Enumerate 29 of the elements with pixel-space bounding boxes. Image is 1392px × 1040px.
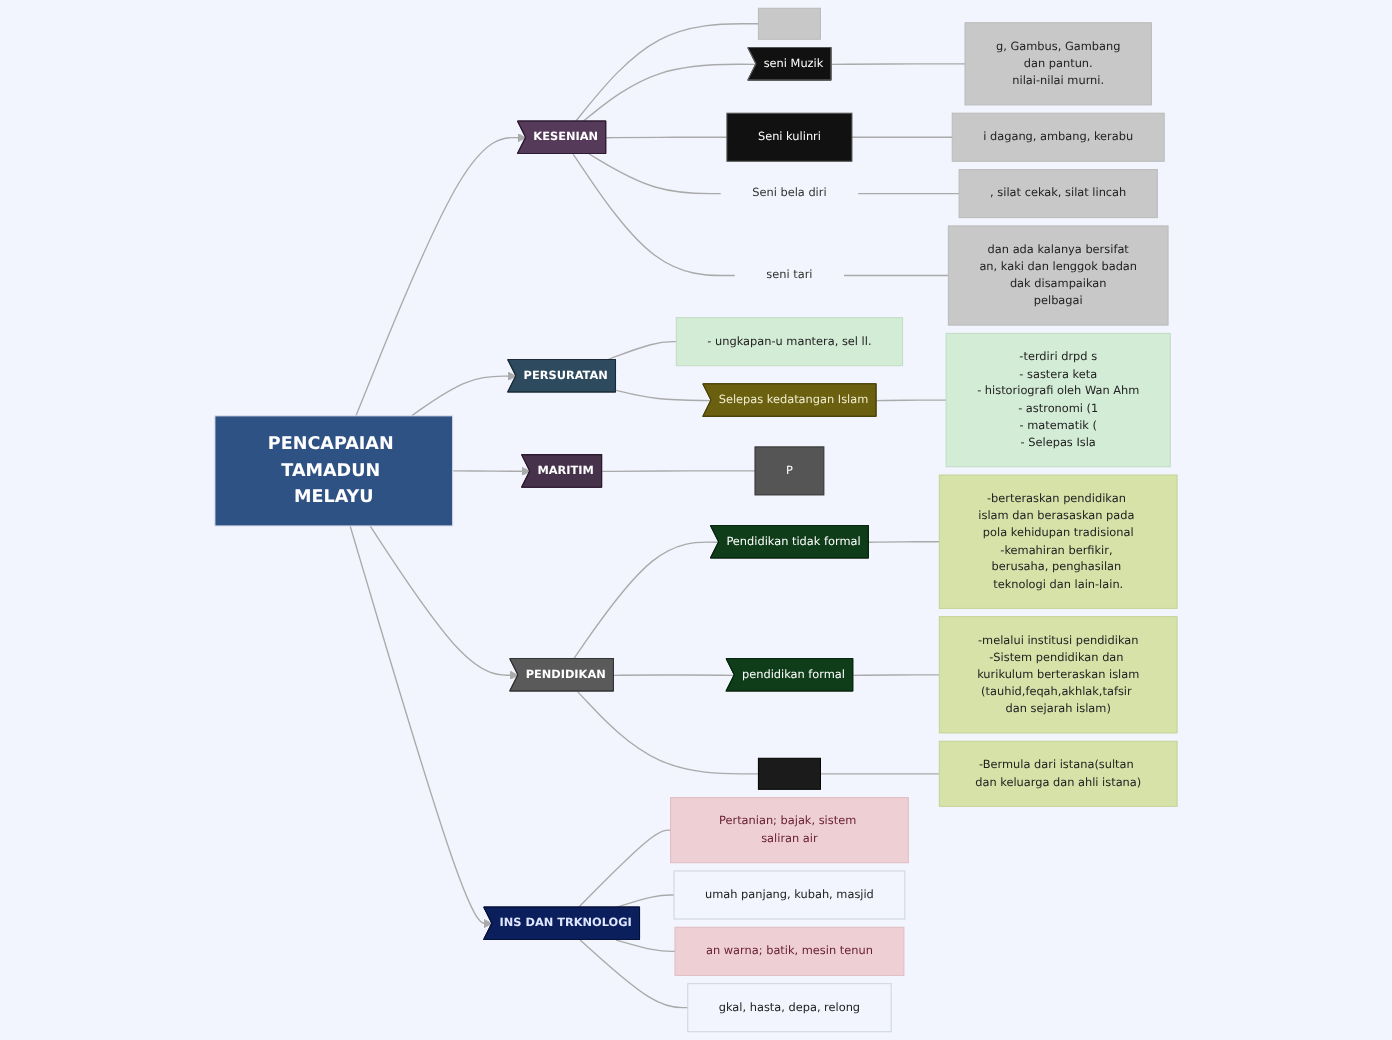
connector [572,153,736,277]
connector [856,192,960,195]
connector [574,23,760,123]
node-box: PENCAPAIAN TAMADUN MELAYU [214,415,454,527]
connector [851,136,953,138]
connector [615,939,676,952]
connector [577,829,672,909]
connector [875,399,947,402]
connector [615,389,713,402]
connector [852,674,940,676]
connector [601,470,756,473]
connector [613,674,736,676]
connector [868,541,940,543]
connector [605,136,728,139]
node-box [757,757,821,790]
connector [588,153,722,195]
connector [576,690,760,775]
node-box [757,7,821,40]
connector [572,541,720,660]
connector [582,63,758,123]
arrow [452,466,531,476]
connector [819,773,940,775]
connector [579,939,689,1009]
arrow [369,525,519,680]
arrow [355,133,527,417]
connector [830,63,966,65]
connector [842,274,950,277]
arrow [410,371,517,417]
arrow [349,525,493,929]
